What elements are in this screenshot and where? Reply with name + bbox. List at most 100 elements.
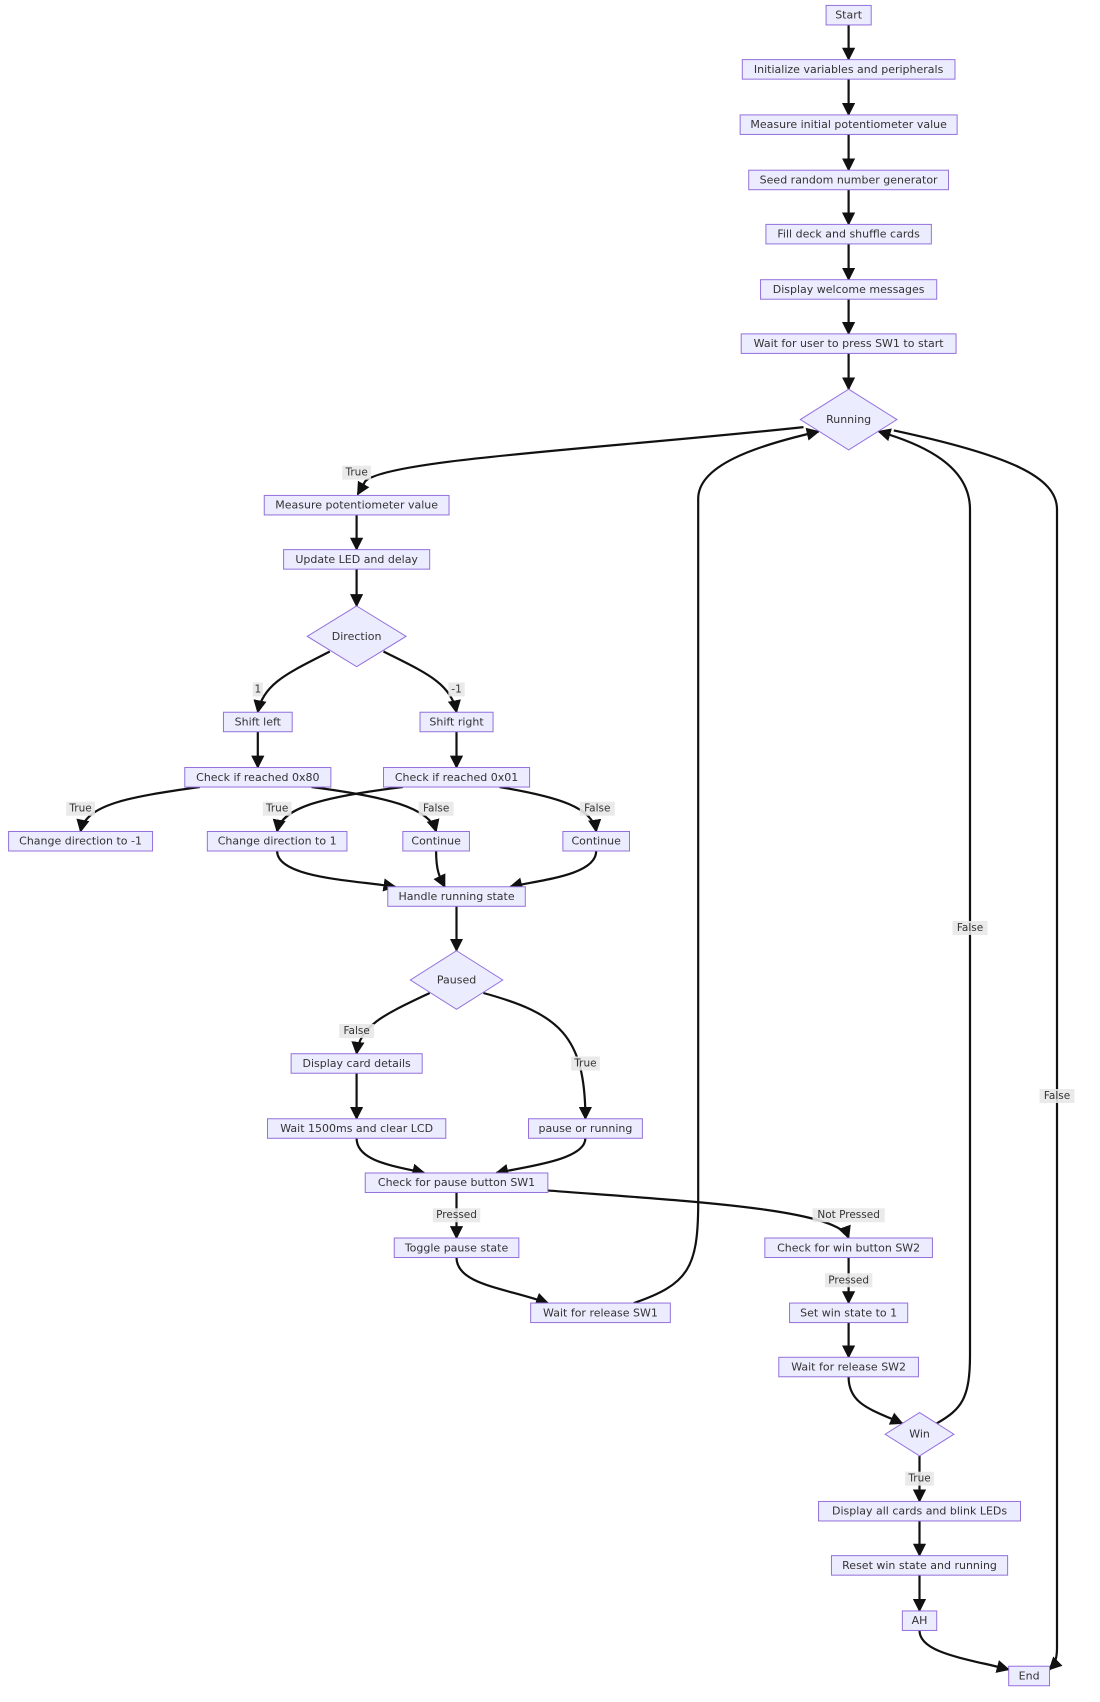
node-shift-left: Shift left — [222, 711, 293, 733]
process-box — [760, 279, 938, 300]
node-label: Wait for user to press SW1 to start — [754, 337, 945, 350]
node-running: Running — [799, 388, 898, 451]
edge-label-text: True — [907, 1473, 930, 1485]
edge-label: False — [952, 920, 988, 935]
process-box — [222, 711, 293, 733]
node-end: End — [1008, 1665, 1051, 1687]
edge-label-background — [339, 1023, 375, 1038]
edge-label-background — [252, 682, 263, 697]
decision-diamond — [306, 605, 408, 668]
edge-label-text: -1 — [451, 683, 461, 695]
node-wait-release-sw2: Wait for release SW2 — [778, 1356, 919, 1378]
node-label: Measure potentiometer value — [275, 499, 438, 512]
edge-label: Pressed — [432, 1208, 481, 1223]
edge-arrow — [918, 1630, 1010, 1673]
node-check-win-btn: Check for win button SW2 — [764, 1237, 933, 1259]
edge-label: True — [571, 1056, 600, 1071]
node-label: Display all cards and blink LEDs — [832, 1505, 1007, 1518]
node-toggle-pause: Toggle pause state — [393, 1237, 520, 1259]
process-box — [206, 830, 348, 852]
edge-label: True — [342, 465, 372, 480]
edge-arrow — [509, 850, 598, 891]
node-label: Check if reached 0x80 — [196, 771, 319, 784]
edge-label-text: False — [423, 803, 449, 815]
node-label: pause or running — [539, 1122, 633, 1135]
edge-label-background — [952, 920, 988, 935]
edge-arrow — [545, 1189, 851, 1240]
node-set-win: Set win state to 1 — [789, 1302, 909, 1324]
node-init: Initialize variables and peripherals — [741, 59, 956, 80]
node-label: Continue — [571, 835, 621, 848]
process-box — [528, 1118, 643, 1139]
process-box — [290, 1053, 423, 1074]
node-label: Shift left — [235, 715, 282, 728]
edge-label-background — [432, 1208, 481, 1223]
node-change-1: Change direction to 1 — [206, 830, 348, 852]
node-label: End — [1019, 1669, 1040, 1682]
node-wait-release-sw1: Wait for release SW1 — [530, 1302, 671, 1324]
node-wait-sw1: Wait for user to press SW1 to start — [740, 333, 957, 354]
node-label: Set win state to 1 — [800, 1306, 897, 1319]
edge-label-background — [66, 801, 95, 816]
edge-arrow — [76, 785, 200, 833]
node-label: Check for win button SW2 — [777, 1241, 920, 1254]
edge-label: 1 — [252, 682, 263, 697]
node-label: Fill deck and shuffle cards — [777, 228, 920, 241]
node-label: Wait 1500ms and clear LCD — [280, 1122, 433, 1135]
edge-label-text: True — [265, 803, 288, 815]
edge-arrow — [633, 427, 820, 1305]
node-label: Shift right — [429, 715, 484, 728]
process-box — [402, 830, 470, 852]
decision-diamond — [799, 388, 898, 451]
node-label: AH — [912, 1614, 928, 1627]
edge-label-text: 1 — [254, 683, 261, 695]
edge-label-text: Not Pressed — [817, 1209, 880, 1221]
node-label: Handle running state — [398, 890, 514, 903]
node-win: Win — [884, 1411, 955, 1457]
process-box — [263, 494, 450, 516]
edge-arrow — [311, 785, 440, 833]
edge-label: True — [262, 801, 292, 816]
edge-label-background — [418, 801, 454, 816]
node-direction: Direction — [306, 605, 408, 668]
edge-arrow — [276, 850, 397, 892]
edge-label-background — [571, 1056, 600, 1071]
node-label: Running — [826, 413, 871, 426]
edge-label: Not Pressed — [812, 1208, 885, 1223]
node-handle-running: Handle running state — [387, 886, 526, 907]
process-box — [748, 169, 950, 191]
process-box — [419, 711, 494, 733]
edge-label-text: True — [344, 467, 367, 479]
edge-label: False — [1039, 1089, 1075, 1104]
edge-label-text: True — [573, 1057, 596, 1069]
node-label: Measure initial potentiometer value — [750, 118, 947, 131]
process-box — [830, 1555, 1009, 1576]
process-box — [818, 1500, 1022, 1522]
node-label: Check if reached 0x01 — [395, 771, 518, 784]
node-label: Toggle pause state — [404, 1241, 509, 1254]
edge-label: False — [579, 801, 615, 816]
edge-arrow — [483, 991, 592, 1121]
node-label: Direction — [332, 630, 382, 643]
node-pause-or-running: pause or running — [528, 1118, 643, 1139]
edge-label-text: True — [68, 803, 91, 815]
process-box — [530, 1302, 671, 1324]
process-box — [901, 1610, 938, 1631]
node-display-card: Display card details — [290, 1053, 423, 1074]
edge-label: False — [339, 1023, 375, 1038]
node-start: Start — [825, 4, 872, 26]
edge-label-background — [824, 1273, 873, 1288]
process-box — [562, 830, 630, 852]
edge-arrow — [877, 428, 972, 1425]
process-box — [382, 767, 531, 788]
edge-arrow — [355, 1138, 426, 1177]
node-label: Start — [835, 9, 863, 22]
edge-arrow — [383, 650, 461, 714]
process-box — [184, 767, 332, 788]
node-change-neg1: Change direction to -1 — [8, 830, 154, 852]
node-wait-1500: Wait 1500ms and clear LCD — [266, 1118, 447, 1139]
decision-diamond — [884, 1411, 955, 1457]
node-fill: Fill deck and shuffle cards — [765, 223, 932, 245]
process-box — [825, 4, 872, 26]
edge-arrow — [253, 650, 331, 714]
